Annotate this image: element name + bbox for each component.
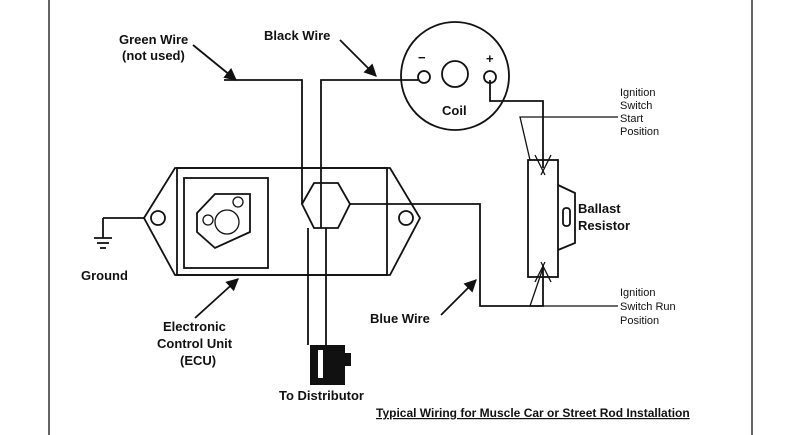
distributor-connector — [310, 345, 351, 385]
ecu-label-line-2: Control Unit — [157, 336, 233, 351]
ignition-start-line-4: Position — [620, 126, 659, 138]
blue-wire — [350, 203, 532, 307]
ignition-run-line-3: Position — [620, 315, 659, 327]
ballast-label-line-1: Ballast — [578, 201, 621, 216]
coil-minus-label: − — [418, 50, 426, 65]
ignition-run-line-1: Ignition — [620, 287, 655, 299]
ecu-transistor-hole-left — [202, 214, 214, 226]
ecu-mounting-flange — [142, 167, 422, 276]
coil-label: Coil — [442, 103, 467, 118]
ignition-start-line-3: Start — [620, 113, 643, 125]
ground-label: Ground — [81, 268, 128, 283]
ecu-mount-hole-right — [398, 210, 414, 226]
ignition-coil — [400, 21, 510, 131]
ecu-transistor — [196, 193, 251, 250]
ecu-heatsink-plate — [183, 177, 269, 269]
start-position-leader — [519, 116, 618, 161]
ecu-case — [176, 167, 388, 276]
ignition-start-line-2: Switch — [620, 100, 652, 112]
green-wire — [224, 79, 303, 204]
coil-negative-terminal — [417, 70, 431, 84]
ecu-label-line-3: (ECU) — [180, 353, 216, 368]
green-wire-arrow — [192, 44, 237, 81]
blue-wire-arrow — [440, 279, 477, 316]
ignition-run-line-2: Switch Run — [620, 301, 676, 313]
diagram-caption: Typical Wiring for Muscle Car or Street … — [376, 406, 690, 420]
to-distributor-label: To Distributor — [279, 388, 364, 403]
ecu-transistor-center — [214, 209, 240, 235]
green-wire-note: (not used) — [122, 48, 185, 63]
ecu-transistor-hole-right — [232, 196, 244, 208]
coil-positive-terminal — [483, 70, 497, 84]
black-wire-arrow — [339, 39, 377, 77]
ecu — [142, 167, 422, 276]
ecu-mount-hole-left — [150, 210, 166, 226]
ground-symbol — [94, 217, 144, 249]
ballast-resistor — [527, 154, 576, 283]
ecu-arrow — [194, 278, 239, 319]
black-wire — [320, 79, 418, 228]
ecu-connector — [300, 182, 352, 229]
coil-plus-label: + — [486, 51, 494, 66]
black-wire-label: Black Wire — [264, 28, 330, 43]
coil-positive-wire — [489, 80, 544, 168]
ballast-label-line-2: Resistor — [578, 218, 630, 233]
ignition-start-line-1: Ignition — [620, 87, 655, 99]
blue-wire-label: Blue Wire — [370, 311, 430, 326]
wires — [224, 79, 544, 345]
run-position-leader — [529, 267, 618, 307]
green-wire-label: Green Wire — [119, 32, 188, 47]
ecu-label-line-1: Electronic — [163, 319, 226, 334]
